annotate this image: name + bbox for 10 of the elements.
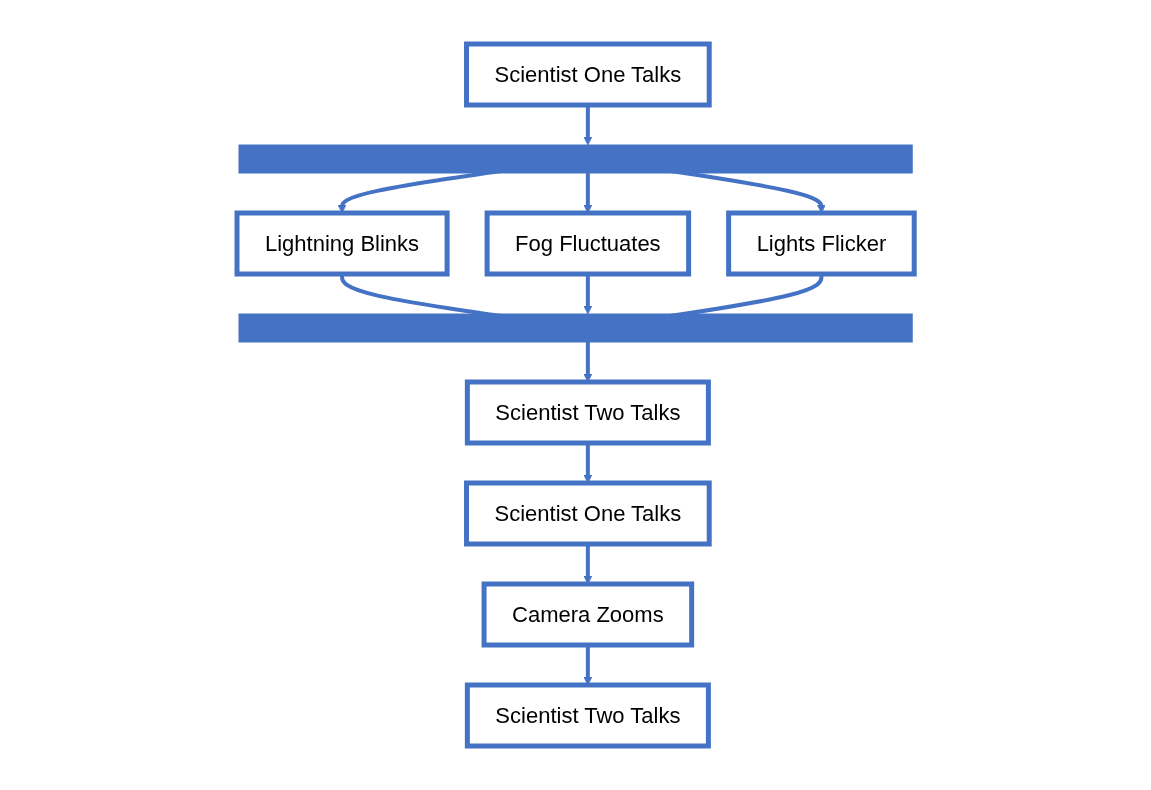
node-box: Lights Flicker [726, 210, 917, 277]
node-bar [238, 313, 913, 343]
node-box: Scientist One Talks [463, 480, 712, 547]
node-box: Scientist Two Talks [464, 379, 711, 446]
node-box: Lightning Blinks [234, 210, 450, 277]
node-bar [238, 144, 913, 174]
node-box: Fog Fluctuates [484, 210, 691, 277]
node-box: Scientist One Talks [463, 41, 712, 108]
node-box: Camera Zooms [481, 581, 695, 648]
node-box: Scientist Two Talks [464, 682, 711, 749]
